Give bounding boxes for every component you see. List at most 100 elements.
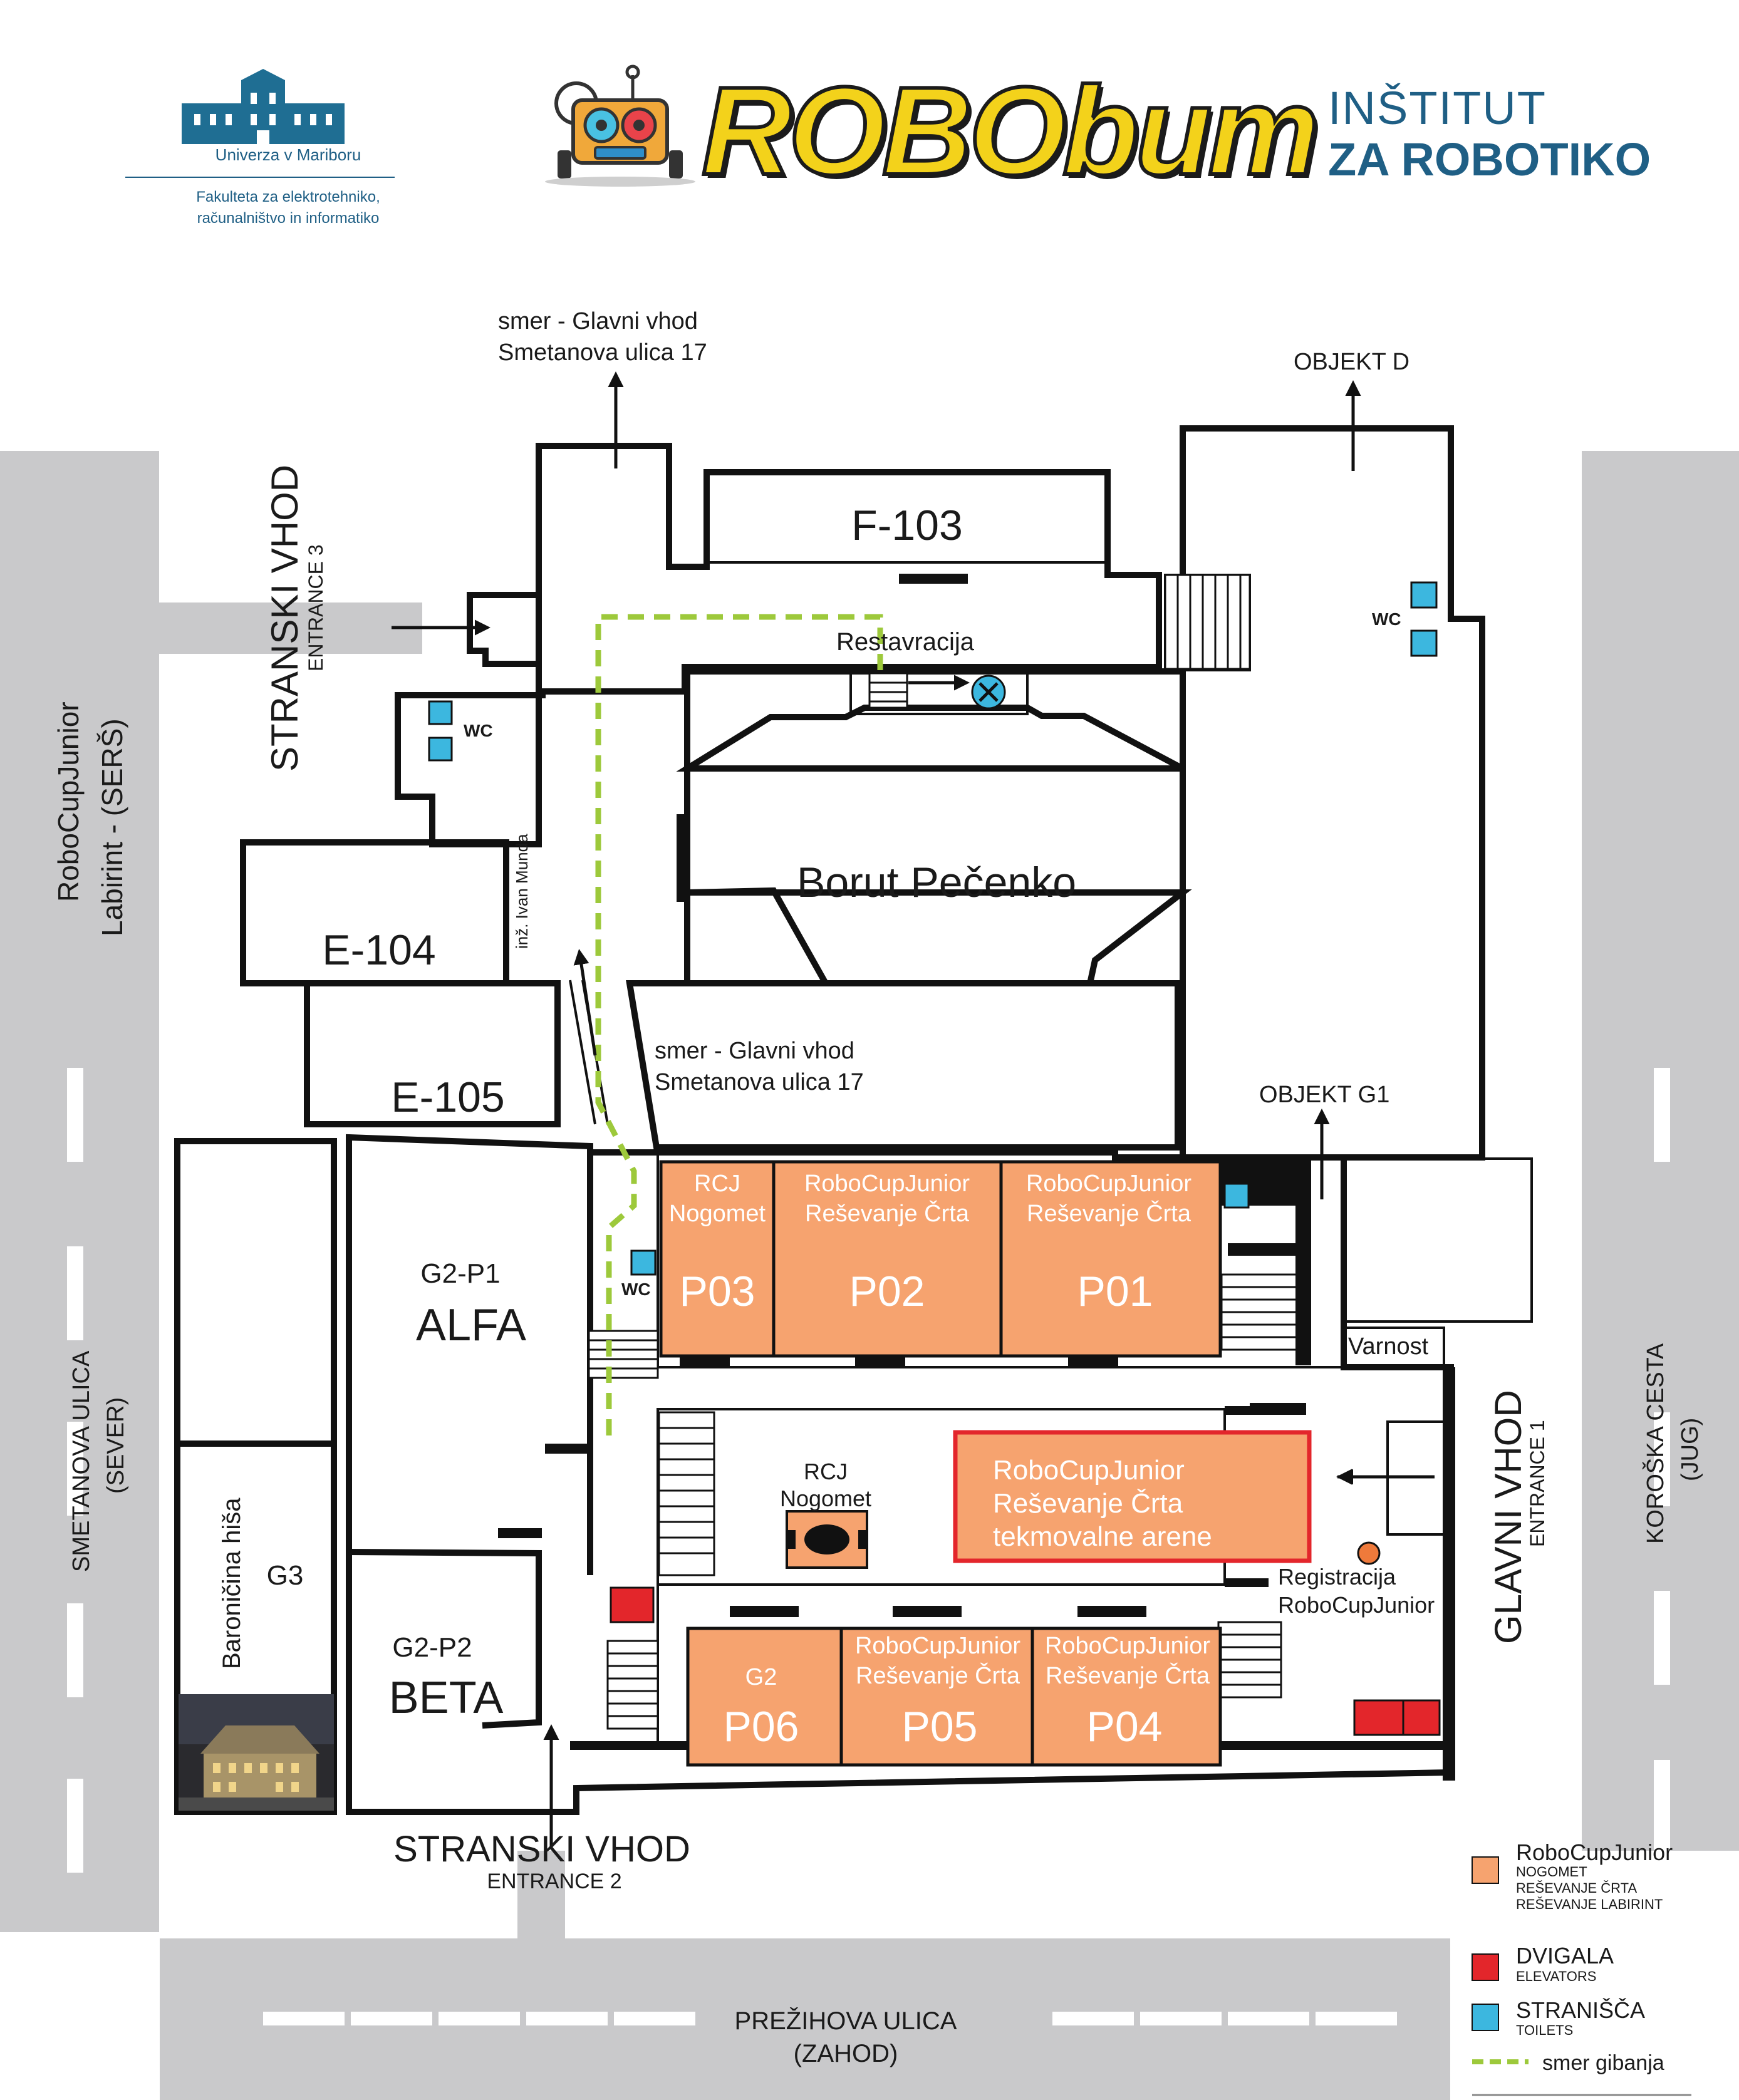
room-code: P03 bbox=[680, 1268, 755, 1315]
toilet-icon bbox=[1410, 581, 1438, 609]
room-p04[interactable]: RoboCupJunior Reševanje Črta P04 bbox=[1030, 1627, 1222, 1767]
entrance-label: GLAVNI VHOD bbox=[1487, 1390, 1529, 1644]
street-label: RoboCupJunior bbox=[52, 701, 85, 902]
room-label: Restavracija bbox=[836, 628, 975, 656]
wc-label: WC bbox=[464, 721, 493, 740]
room-label: Baroničina hiša bbox=[218, 1497, 246, 1669]
street-entrance2 bbox=[517, 1851, 565, 1942]
room-code: P04 bbox=[1087, 1703, 1163, 1751]
room-label: inž. Ivan Munda bbox=[512, 834, 531, 949]
building-label: OBJEKT D bbox=[1294, 349, 1409, 375]
restaurant-icon bbox=[971, 675, 1006, 710]
competition-arena[interactable]: RoboCupJunior Reševanje Črta tekmovalne … bbox=[953, 1430, 1312, 1563]
room-label: Reševanje Črta bbox=[856, 1662, 1020, 1689]
room-label: G2-P1 bbox=[420, 1258, 500, 1289]
arrow-icon bbox=[573, 949, 597, 1056]
street-label: (ZAHOD) bbox=[794, 2040, 898, 2067]
toilet-icon bbox=[1223, 1182, 1250, 1209]
building-label: OBJEKT G1 bbox=[1259, 1082, 1389, 1108]
room-code: P06 bbox=[724, 1703, 799, 1751]
institute-name: INŠTITUT bbox=[1328, 82, 1547, 134]
direction-label: Smetanova ulica 17 bbox=[655, 1069, 864, 1095]
entrance-label: ENTRANCE 3 bbox=[304, 544, 327, 671]
room-p03[interactable]: RCJ Nogomet P03 bbox=[659, 1160, 776, 1358]
room-label: Varnost bbox=[1348, 1333, 1429, 1360]
room-label: Nogomet bbox=[780, 1486, 871, 1511]
registration-icon bbox=[1357, 1541, 1381, 1565]
room-label: Reševanje Črta bbox=[805, 1199, 970, 1227]
room-label: G3 bbox=[267, 1560, 304, 1591]
room-label: RoboCupJunior bbox=[855, 1633, 1020, 1659]
street-label: SMETANOVA ULICA bbox=[68, 1350, 95, 1572]
competition-rooms: RCJ Nogomet P03 RoboCupJunior Reševanje … bbox=[659, 1160, 1312, 1767]
legend-label: REŠEVANJE ČRTA bbox=[1516, 1880, 1637, 1896]
entrance-label: ENTRANCE 1 bbox=[1526, 1420, 1549, 1547]
faculty-line: Fakulteta za elektrotehniko, bbox=[196, 189, 380, 205]
room-code: P02 bbox=[849, 1268, 925, 1315]
legend-label: smer gibanja bbox=[1542, 2051, 1664, 2075]
legend-label: REŠEVANJE LABIRINT bbox=[1516, 1896, 1663, 1912]
movement-path bbox=[595, 614, 883, 1441]
map-labels: smer - Glavni vhod Smetanova ulica 17 OB… bbox=[52, 308, 1703, 2067]
street-label: KOROŠKA CESTA bbox=[1641, 1343, 1669, 1544]
room-label: Nogomet bbox=[669, 1201, 766, 1227]
room-label: RCJ bbox=[804, 1459, 848, 1484]
staircases bbox=[588, 574, 1298, 1730]
legend-label: DVIGALA bbox=[1516, 1943, 1614, 1968]
legend-blue-swatch bbox=[1472, 2004, 1499, 2031]
university-building-icon bbox=[182, 69, 345, 144]
room-p01[interactable]: RoboCupJunior Reševanje Črta P01 bbox=[999, 1160, 1222, 1358]
legend-label: STRANIŠČA bbox=[1516, 1997, 1645, 2023]
room-label: Borut Pečenko bbox=[797, 859, 1076, 906]
street-label: (SEVER) bbox=[103, 1397, 129, 1494]
building-photo bbox=[179, 1694, 334, 1811]
entrance-label: ENTRANCE 2 bbox=[487, 1870, 621, 1893]
room-label: E-104 bbox=[322, 926, 435, 974]
toilet-icon bbox=[1410, 629, 1438, 657]
toilet-icon bbox=[428, 700, 453, 725]
entrance-label: STRANSKI VHOD bbox=[393, 1829, 690, 1870]
room-label: ALFA bbox=[416, 1300, 526, 1350]
robot-logo-icon bbox=[545, 65, 695, 187]
streets bbox=[0, 451, 1739, 2100]
street-label: Labirint - (SERŠ) bbox=[96, 718, 128, 936]
legend-label: ELEVATORS bbox=[1516, 1968, 1596, 1984]
legend-label: TOILETS bbox=[1516, 2022, 1573, 2038]
university-name: Univerza v Mariboru bbox=[215, 145, 361, 164]
arena-label: Reševanje Črta bbox=[993, 1487, 1183, 1519]
elevators bbox=[610, 1586, 1441, 1736]
room-label: BETA bbox=[389, 1673, 504, 1723]
toilet-icon bbox=[630, 1249, 657, 1276]
room-label: G2-P2 bbox=[392, 1632, 472, 1663]
room-p02[interactable]: RoboCupJunior Reševanje Črta P02 bbox=[772, 1160, 1003, 1358]
street-west bbox=[0, 451, 159, 1932]
legend: RoboCupJunior NOGOMET REŠEVANJE ČRTA REŠ… bbox=[1472, 1839, 1691, 2096]
elevator-icon bbox=[610, 1586, 655, 1623]
room-label: RoboCupJunior bbox=[1278, 1592, 1435, 1618]
room-label: RoboCupJunior bbox=[804, 1171, 970, 1197]
direction-label: smer - Glavni vhod bbox=[655, 1038, 854, 1064]
direction-label: smer - Glavni vhod bbox=[498, 308, 698, 334]
soccer-field-icon bbox=[786, 1510, 868, 1569]
legend-label: RoboCupJunior bbox=[1516, 1839, 1673, 1865]
room-label: RCJ bbox=[694, 1171, 740, 1197]
room-label: Reševanje Črta bbox=[1046, 1662, 1210, 1689]
room-p05[interactable]: RoboCupJunior Reševanje Črta P05 bbox=[839, 1627, 1034, 1767]
legend-orange-swatch bbox=[1472, 1856, 1499, 1884]
faculty-name: Fakulteta za elektrotehniko, računalništ… bbox=[138, 187, 439, 229]
toilets bbox=[428, 581, 1438, 1276]
room-p06[interactable]: G2 P06 bbox=[686, 1627, 843, 1767]
arena-label: tekmovalne arene bbox=[993, 1521, 1212, 1552]
room-label: Registracija bbox=[1278, 1564, 1396, 1590]
room-label: E-105 bbox=[391, 1073, 504, 1121]
street-label: (JUG) bbox=[1677, 1418, 1703, 1481]
room-label: F-103 bbox=[851, 502, 963, 549]
street-label: PREŽIHOVA ULICA bbox=[735, 2007, 957, 2035]
toilet-icon bbox=[428, 737, 453, 762]
wc-label: WC bbox=[621, 1280, 651, 1299]
room-code: P05 bbox=[902, 1703, 978, 1751]
institute-name: ZA ROBOTIKO bbox=[1328, 133, 1651, 185]
entrance-label: STRANSKI VHOD bbox=[264, 465, 306, 772]
faculty-line: računalništvo in informatiko bbox=[197, 210, 380, 227]
legend-label: NOGOMET bbox=[1516, 1864, 1587, 1880]
